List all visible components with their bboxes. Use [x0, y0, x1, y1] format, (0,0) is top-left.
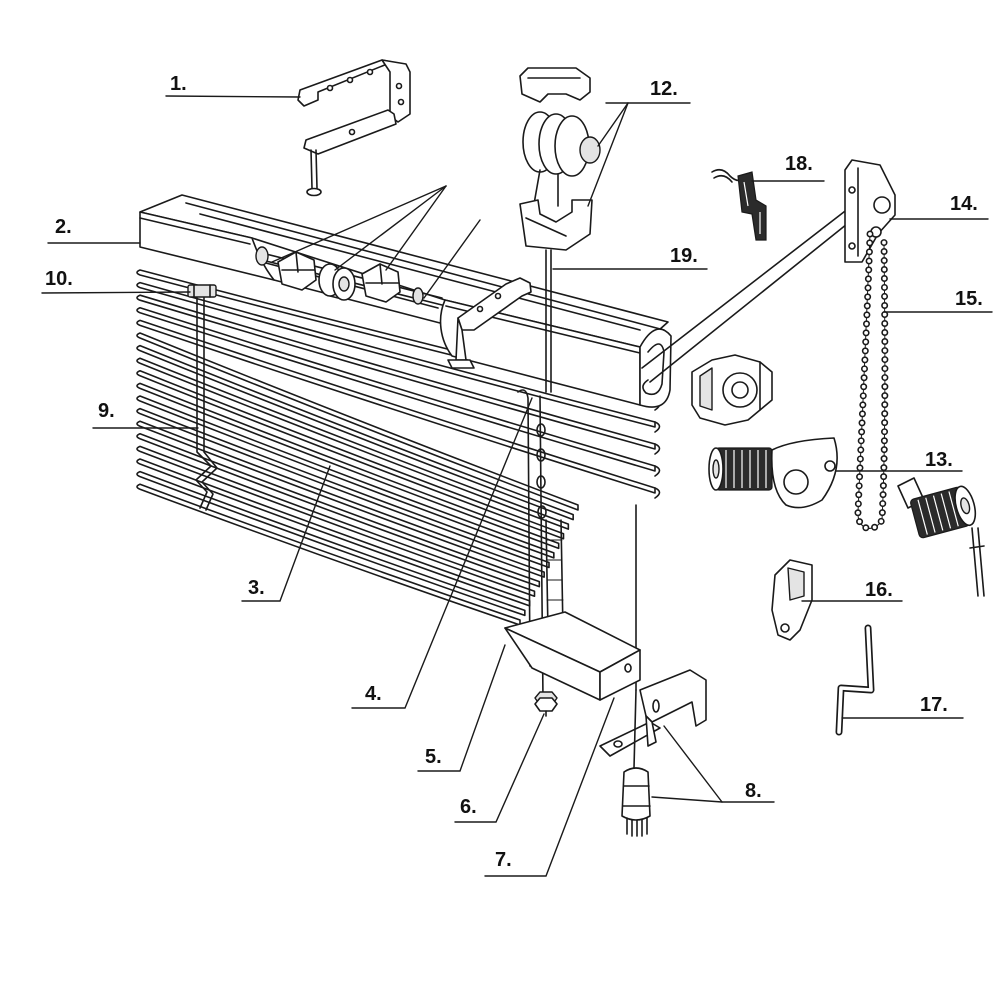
slat-edge-curve: [654, 443, 661, 455]
label-9: 9.: [98, 400, 115, 422]
label-1: 1.: [170, 73, 187, 95]
tilt-cord-19: [545, 249, 552, 393]
rod-collar: [412, 287, 424, 305]
callout-15: 15.: [883, 288, 993, 313]
slat-clip: [187, 284, 217, 298]
callout-8: 8.: [651, 725, 775, 803]
label-12: 12.: [650, 78, 678, 100]
side-bracket: [844, 159, 896, 263]
label-2: 2.: [55, 216, 72, 238]
slat: [136, 395, 555, 559]
label-17: 17.: [920, 694, 948, 716]
slat: [136, 445, 536, 598]
bottom-rail: [504, 611, 641, 701]
slat: [136, 458, 531, 607]
rod-end-gear: [255, 246, 269, 266]
label-7: 7.: [495, 849, 512, 871]
cam: [770, 437, 838, 509]
label-19: 19.: [670, 245, 698, 267]
slat: [136, 483, 521, 626]
callout-3: 3.: [241, 465, 331, 602]
label-13: 13.: [925, 449, 953, 471]
callout-10: 10.: [41, 268, 191, 294]
label-4: 4.: [365, 683, 382, 705]
leader-line: [587, 102, 629, 207]
leader-line: [351, 397, 533, 709]
hex-key: [835, 624, 875, 736]
slat: [136, 433, 541, 588]
label-8: 8.: [745, 780, 762, 802]
callout-12: 12.: [587, 78, 691, 207]
leader-line: [663, 725, 723, 803]
callout-1: 1.: [165, 73, 301, 98]
label-14: 14.: [950, 193, 978, 215]
leader-line: [417, 644, 506, 772]
slat: [136, 332, 579, 511]
callout-18: 18.: [751, 153, 825, 182]
slat: [136, 370, 565, 540]
headrail: [139, 194, 672, 408]
leader-line: [454, 713, 545, 823]
leader-line: [165, 95, 301, 98]
slat-edge-curve: [654, 421, 661, 433]
callout-4: 4.: [351, 397, 533, 709]
leader-line: [597, 102, 629, 147]
slat: [136, 420, 545, 578]
slat: [136, 307, 656, 472]
callout-16: 16.: [801, 579, 903, 602]
end-bracket: [771, 559, 813, 641]
slat: [136, 382, 560, 550]
callout-7: 7.: [484, 697, 615, 877]
slat: [136, 407, 550, 569]
label-5: 5.: [425, 746, 442, 768]
callout-13: 13.: [835, 449, 963, 472]
slat: [136, 294, 656, 450]
headrail-hook-bracket: [447, 277, 532, 369]
mounting-bracket: [297, 59, 411, 197]
motor-spool: [708, 447, 773, 491]
cord-lock-bracket: [599, 669, 707, 757]
callout-6: 6.: [454, 713, 545, 823]
slat-edge-curve: [654, 465, 661, 477]
callout-17: 17.: [841, 694, 964, 719]
label-3: 3.: [248, 577, 265, 599]
left-ladder-cord: [195, 297, 218, 511]
callout-14: 14.: [889, 193, 989, 220]
cord-pulley-assembly: [519, 67, 601, 251]
drive-shaft: [641, 197, 863, 383]
slat: [136, 357, 570, 530]
cord-drum: [318, 263, 356, 301]
screw: [306, 149, 322, 197]
label-10: 10.: [45, 268, 73, 290]
label-6: 6.: [460, 796, 477, 818]
callout-19: 19.: [552, 245, 708, 270]
label-18: 18.: [785, 153, 813, 175]
bead-chain: [854, 230, 889, 532]
cord-stop: [534, 691, 558, 717]
callout-9: 9.: [92, 400, 199, 429]
knurled-spool: [897, 477, 985, 597]
slat: [136, 470, 526, 617]
callout-5: 5.: [417, 644, 506, 772]
tilter-housing: [691, 354, 773, 426]
leader-line: [241, 465, 331, 602]
tilt-rod-assembly: [255, 246, 443, 306]
cord-tassel: [621, 689, 651, 837]
unlabeled-leader-lines: [271, 185, 481, 299]
leader-line: [651, 796, 723, 803]
leader-line: [484, 697, 615, 877]
label-16: 16.: [865, 579, 893, 601]
slat: [136, 319, 656, 494]
leader-line: [41, 291, 191, 294]
slat-edge-curve: [654, 487, 661, 499]
slat: [136, 344, 574, 521]
callout-2: 2.: [47, 216, 141, 244]
label-15: 15.: [955, 288, 983, 310]
